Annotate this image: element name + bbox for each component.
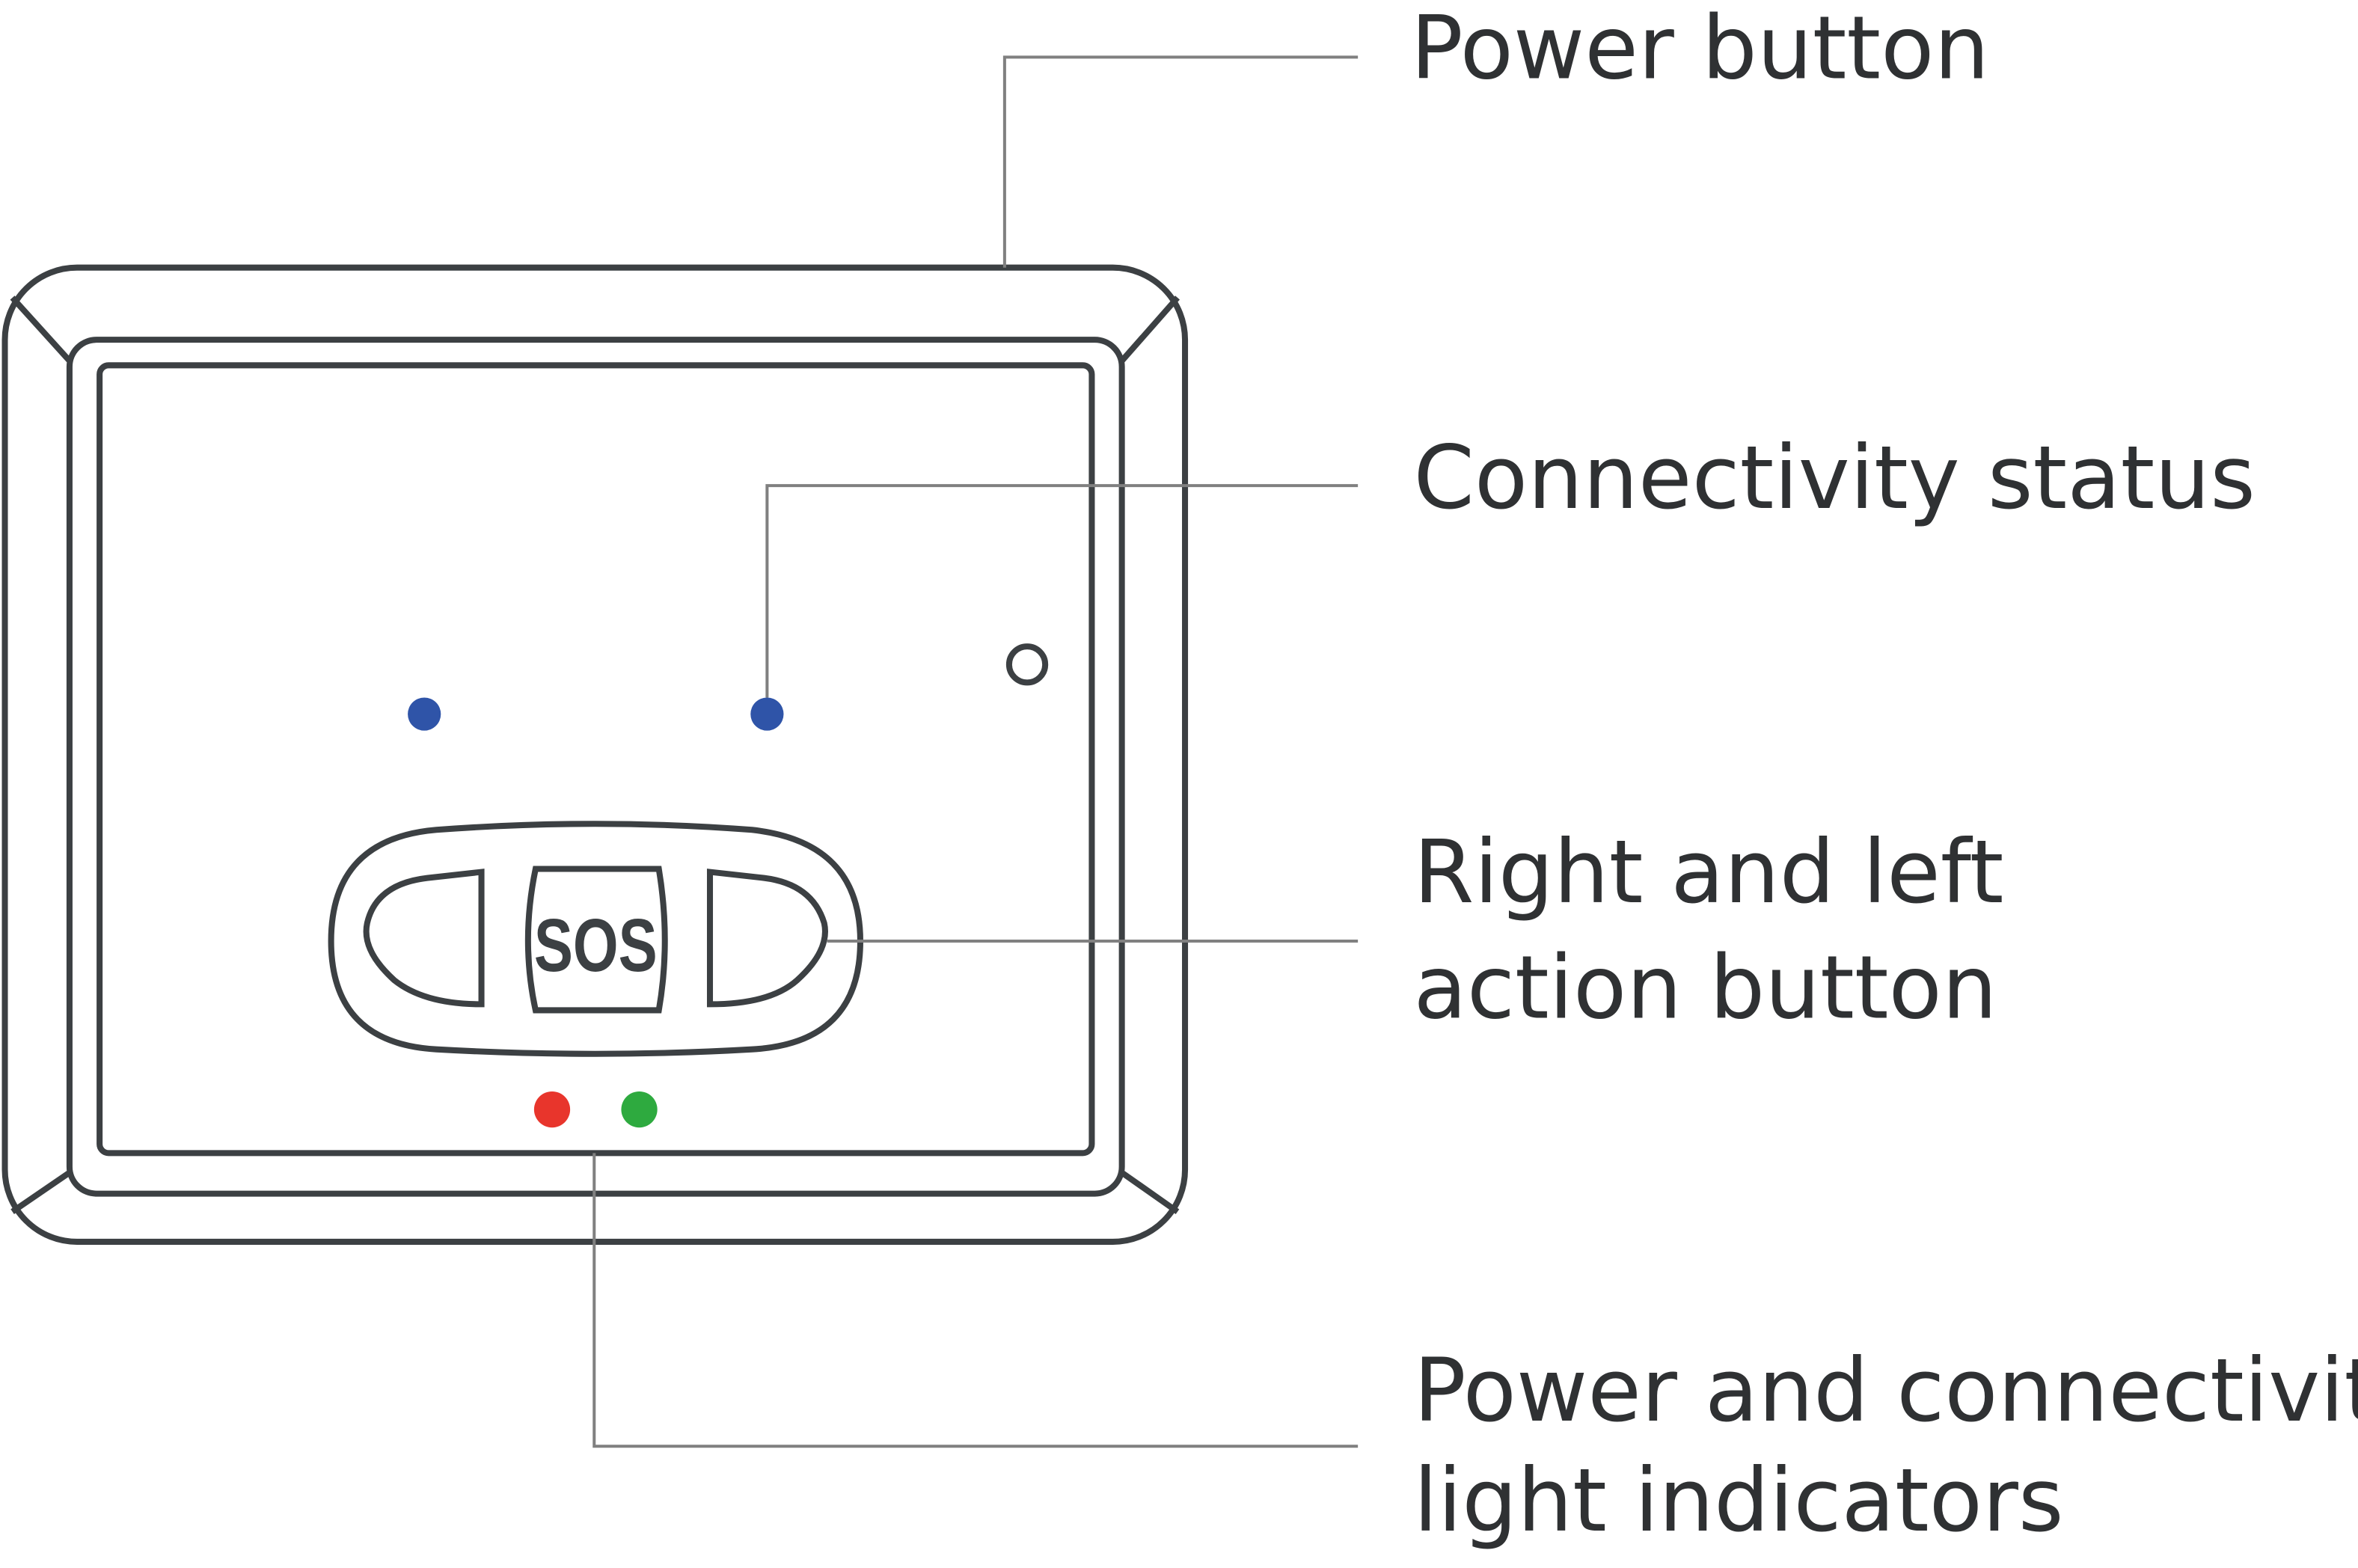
bevel-top-left	[10, 295, 72, 363]
right-action-button[interactable]	[706, 869, 828, 1008]
label-action-button-line2: action button	[1413, 937, 1997, 1038]
bevel-top-right	[1119, 295, 1180, 363]
bevel-bottom-left	[10, 1170, 72, 1215]
connectivity-status-led	[750, 697, 784, 731]
left-action-button[interactable]	[363, 869, 485, 1008]
status-led-left	[408, 697, 441, 731]
power-led	[533, 1091, 571, 1128]
sos-button[interactable]	[524, 866, 668, 1014]
button-housing	[328, 821, 863, 1057]
leader-connectivity-status	[765, 484, 1359, 698]
label-indicators-line2: light indicators	[1413, 1451, 2063, 1552]
label-power-button: Power button	[1410, 0, 1989, 99]
device: SOS	[1, 264, 1189, 1245]
leader-power-button	[1002, 55, 1359, 268]
device-face	[97, 362, 1095, 1157]
label-connectivity-status: Connectivity status	[1413, 428, 2255, 529]
device-outer-frame	[1, 264, 1189, 1245]
label-action-button-line1: Right and left	[1413, 822, 2003, 923]
leader-indicators	[592, 1153, 1359, 1448]
connectivity-led	[621, 1091, 658, 1128]
power-button-hole	[1005, 643, 1049, 686]
sos-label: SOS	[534, 904, 658, 987]
sos-button-cluster[interactable]: SOS	[328, 821, 863, 1057]
device-inner-frame	[66, 337, 1125, 1197]
label-indicators-line1: Power and connectivity	[1413, 1341, 2358, 1442]
bevel-bottom-right	[1120, 1170, 1180, 1215]
